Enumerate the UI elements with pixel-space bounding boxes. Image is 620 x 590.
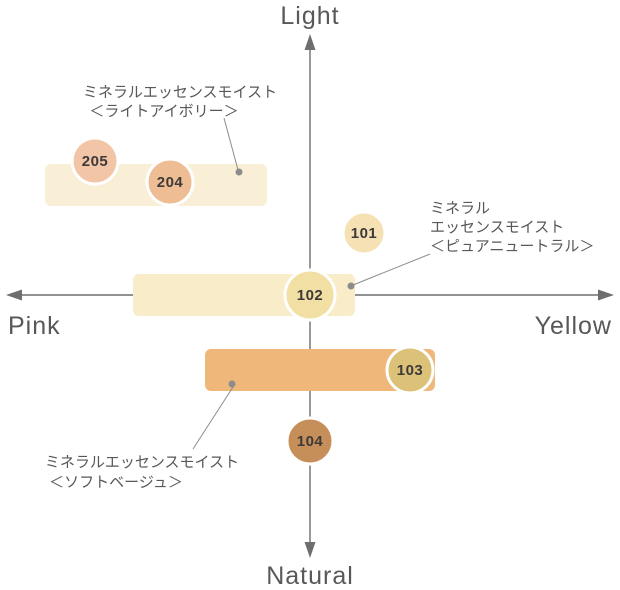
shade-circle-101 xyxy=(341,210,387,256)
shade-number-103: 103 xyxy=(397,362,424,379)
leader-dot-pure-neutral xyxy=(347,282,355,290)
axis-label-natural: Natural xyxy=(266,562,354,590)
leader-line-light-ivory xyxy=(223,117,239,171)
leader-lines xyxy=(192,117,431,450)
arrow-up-icon xyxy=(304,34,316,50)
shade-number-104: 104 xyxy=(297,433,324,450)
label-pure-neutral-line3: ＜ピュアニュートラル＞ xyxy=(430,238,594,255)
shade-number-205: 205 xyxy=(82,153,109,170)
arrow-left-icon xyxy=(6,289,22,301)
axis-label-yellow: Yellow xyxy=(535,312,612,340)
axis-label-pink: Pink xyxy=(8,312,61,340)
shade-circle-205 xyxy=(70,136,120,186)
label-soft-beige-line2: ＜ソフトベージュ＞ xyxy=(49,474,183,491)
leader-dot-soft-beige xyxy=(228,380,236,388)
shade-circle-103 xyxy=(385,345,435,395)
axis-label-light: Light xyxy=(280,2,339,30)
shade-circle-102 xyxy=(283,268,337,322)
group-labels: ミネラルエッセンスモイスト ＜ライトアイボリー＞ ミネラル エッセンスモイスト … xyxy=(45,84,595,491)
shade-circles: 205 204 101 102 103 104 xyxy=(70,136,435,466)
label-light-ivory-line2: ＜ライトアイボリー＞ xyxy=(89,103,238,120)
label-soft-beige-line1: ミネラルエッセンスモイスト xyxy=(45,454,239,471)
label-light-ivory-line1: ミネラルエッセンスモイスト xyxy=(83,84,277,101)
leader-line-soft-beige xyxy=(192,386,234,450)
shade-number-101: 101 xyxy=(351,225,378,242)
label-pure-neutral-line2: エッセンスモイスト xyxy=(430,219,564,236)
shade-number-204: 204 xyxy=(157,174,184,191)
label-pure-neutral-line1: ミネラル xyxy=(430,200,490,217)
shade-bands xyxy=(45,164,435,391)
axis-labels: Light Natural Pink Yellow xyxy=(8,2,612,590)
shade-circle-104 xyxy=(285,416,335,466)
arrow-down-icon xyxy=(304,542,316,558)
band-soft-beige xyxy=(205,349,435,391)
leader-dot-light-ivory xyxy=(235,168,243,176)
shade-number-102: 102 xyxy=(297,287,324,304)
arrow-right-icon xyxy=(598,289,614,301)
shade-circle-204 xyxy=(145,157,195,207)
leader-line-pure-neutral xyxy=(352,253,431,286)
